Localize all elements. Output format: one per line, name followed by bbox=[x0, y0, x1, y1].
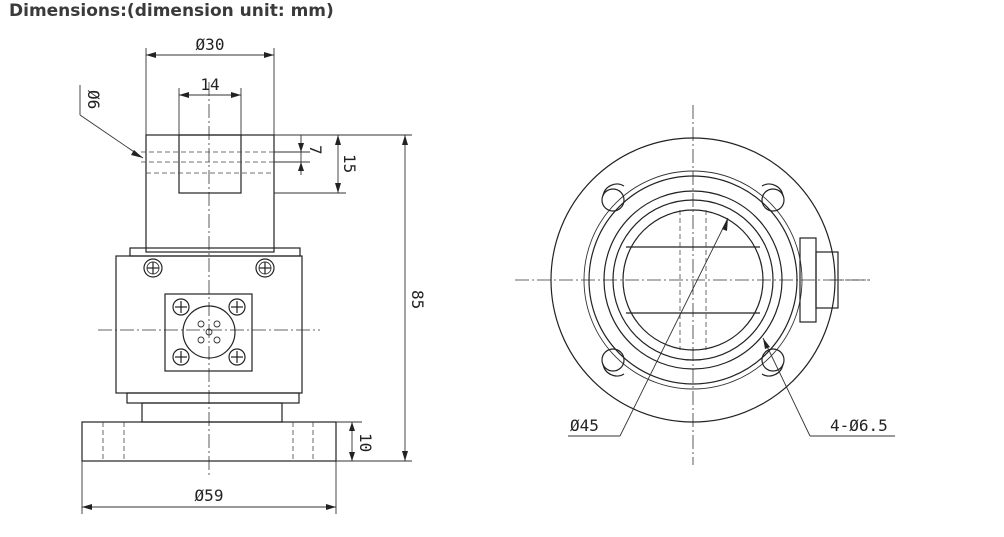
dim-d59: Ø59 bbox=[195, 486, 224, 505]
connector-pins bbox=[182, 305, 236, 359]
dim-15: 15 bbox=[340, 154, 359, 173]
dim-d6: Ø6 bbox=[84, 90, 103, 109]
connector-screw-icon bbox=[172, 298, 190, 316]
top-view: Ø45 4-Ø6.5 bbox=[515, 105, 895, 465]
dim-d45: Ø45 bbox=[570, 416, 599, 435]
dim-14: 14 bbox=[200, 75, 219, 94]
screw-icon bbox=[143, 258, 163, 278]
dim-85: 85 bbox=[408, 290, 427, 309]
connector-screw-icon bbox=[228, 298, 246, 316]
connector-screw-icon bbox=[228, 348, 246, 366]
dim-d30: Ø30 bbox=[196, 35, 225, 54]
screw-icon bbox=[255, 258, 275, 278]
dim-holes: 4-Ø6.5 bbox=[830, 416, 888, 435]
dim-10: 10 bbox=[356, 433, 375, 452]
connector-screw-icon bbox=[172, 348, 190, 366]
dim-7: 7 bbox=[306, 145, 325, 155]
page-title: Dimensions:(dimension unit: mm) bbox=[9, 1, 334, 21]
front-view: Ø30 14 Ø6 7 15 85 bbox=[79, 35, 427, 514]
